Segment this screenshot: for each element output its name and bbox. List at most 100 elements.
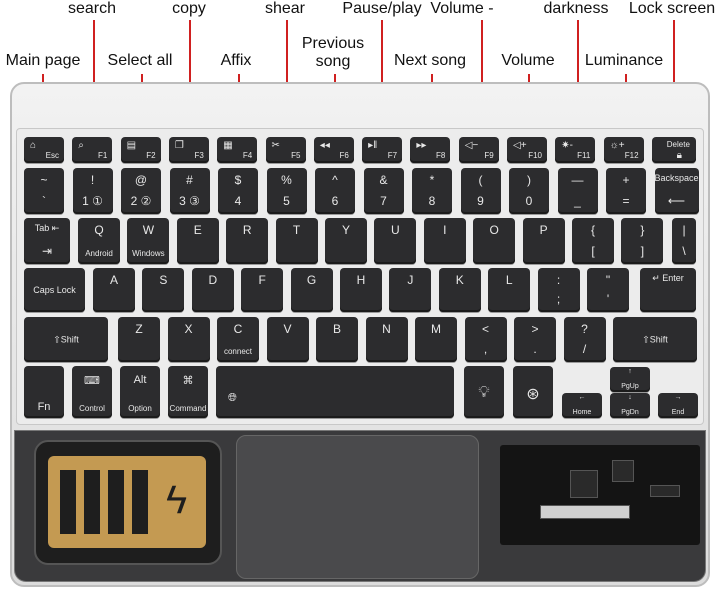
lock-icon: 🔒︎ bbox=[676, 150, 682, 161]
key-[interactable]: ?/ bbox=[563, 317, 606, 362]
key-f11[interactable]: ✷-F11 bbox=[555, 137, 596, 163]
key-command[interactable]: ⌘Command bbox=[168, 366, 208, 418]
callout-search: search bbox=[67, 0, 117, 17]
key-bottom-legend: 3 ③ bbox=[179, 194, 200, 208]
key-v[interactable]: V bbox=[266, 317, 309, 362]
key-caps-lock[interactable]: Caps Lock bbox=[24, 268, 85, 312]
key-delete[interactable]: 🔒︎Delete bbox=[651, 137, 696, 163]
key-[interactable]: ~` bbox=[24, 168, 64, 214]
key-t[interactable]: T bbox=[275, 218, 318, 264]
key-z[interactable]: Z bbox=[118, 317, 160, 362]
key-[interactable]: {[ bbox=[572, 218, 614, 264]
key-f4[interactable]: ▦F4 bbox=[217, 137, 258, 163]
key-r[interactable]: R bbox=[226, 218, 269, 264]
key-top-legend: K bbox=[455, 273, 464, 287]
key-top-legend: Y bbox=[341, 223, 350, 237]
key-h[interactable]: H bbox=[340, 268, 382, 312]
touchpad[interactable] bbox=[236, 435, 479, 579]
key-backspace[interactable]: Backspace⟵ bbox=[654, 168, 699, 214]
key-k[interactable]: K bbox=[438, 268, 481, 312]
key-[interactable]: &7 bbox=[363, 168, 404, 214]
key-f3[interactable]: ❐F3 bbox=[168, 137, 209, 163]
key-l[interactable]: L bbox=[488, 268, 531, 312]
key-shift[interactable]: ⇧Shift bbox=[613, 317, 697, 362]
key-f5[interactable]: ✂F5 bbox=[265, 137, 306, 163]
key-control[interactable]: ⌨Control bbox=[72, 366, 112, 418]
key-[interactable]: %5 bbox=[266, 168, 307, 214]
key-[interactable]: |\ bbox=[672, 218, 696, 264]
key-bottom-legend: . bbox=[533, 342, 537, 356]
key-shift[interactable]: ⇧Shift bbox=[24, 317, 108, 362]
key-d[interactable]: D bbox=[191, 268, 234, 312]
key-f6[interactable]: ◂◂F6 bbox=[313, 137, 354, 163]
key-[interactable]: @2 ② bbox=[121, 168, 161, 214]
key-enter[interactable]: ↵ Enter bbox=[640, 268, 696, 312]
key-globe[interactable]: 🌐︎ bbox=[216, 366, 454, 418]
key-top-legend: Q bbox=[94, 223, 104, 237]
key-pgdn[interactable]: ↓PgDn bbox=[610, 393, 650, 418]
key-f2[interactable]: ▤F2 bbox=[120, 137, 161, 163]
key-i[interactable]: I bbox=[423, 218, 466, 264]
key-[interactable]: )0 bbox=[509, 168, 549, 214]
key-y[interactable]: Y bbox=[325, 218, 367, 264]
key-f[interactable]: F bbox=[241, 268, 284, 312]
key-bottom-legend: = bbox=[622, 194, 630, 208]
key-m[interactable]: M bbox=[415, 317, 457, 362]
key-f10[interactable]: ◁+F10 bbox=[507, 137, 547, 163]
key-f8[interactable]: ▸▸F8 bbox=[410, 137, 451, 163]
key-[interactable]: !1 ① bbox=[72, 168, 113, 214]
key-s[interactable]: S bbox=[142, 268, 185, 312]
key-o[interactable]: O bbox=[473, 218, 516, 264]
key-fn[interactable]: Fn bbox=[24, 366, 64, 418]
key-top-legend: $ bbox=[234, 173, 242, 187]
key-esc[interactable]: ⌂Esc bbox=[24, 137, 64, 163]
key-label: F6 bbox=[339, 151, 349, 160]
key-home[interactable]: ←Home bbox=[562, 393, 602, 418]
key-top-legend: < bbox=[481, 322, 489, 336]
key-n[interactable]: N bbox=[365, 317, 408, 362]
key-backlight[interactable]: 💡︎ bbox=[464, 366, 504, 418]
key-f9[interactable]: ◁−F9 bbox=[458, 137, 499, 163]
key-f7[interactable]: ▸‖F7 bbox=[362, 137, 403, 163]
key-j[interactable]: J bbox=[389, 268, 432, 312]
key-g[interactable]: G bbox=[290, 268, 333, 312]
key-[interactable]: <, bbox=[464, 317, 507, 362]
key-[interactable]: >. bbox=[514, 317, 556, 362]
key-[interactable]: #3 ③ bbox=[169, 168, 210, 214]
key-f12[interactable]: ☼+F12 bbox=[603, 137, 644, 163]
key-bottom-legend: _ bbox=[574, 194, 581, 208]
brightness-down-icon: ✷- bbox=[561, 140, 574, 151]
key-tab[interactable]: Tab ⇤⇥ bbox=[24, 218, 70, 264]
key-x[interactable]: X bbox=[167, 317, 210, 362]
key-b[interactable]: B bbox=[316, 317, 358, 362]
key-top-legend: P bbox=[539, 223, 548, 237]
key-[interactable]: }] bbox=[621, 218, 664, 264]
key-a[interactable]: A bbox=[93, 268, 135, 312]
key-end[interactable]: →End bbox=[658, 393, 698, 418]
key-[interactable]: :; bbox=[537, 268, 580, 312]
key-top-legend: ? bbox=[581, 322, 588, 336]
key-[interactable]: += bbox=[606, 168, 646, 214]
key-e[interactable]: E bbox=[176, 218, 219, 264]
key-[interactable]: ^6 bbox=[315, 168, 355, 214]
callout-copy: copy bbox=[172, 0, 206, 17]
key-[interactable]: (9 bbox=[460, 168, 501, 214]
key-bottom-legend: Fn bbox=[37, 401, 51, 413]
key-f1[interactable]: ⌕F1 bbox=[72, 137, 113, 163]
key-bottom-legend: ' bbox=[606, 292, 610, 306]
key-[interactable]: $4 bbox=[218, 168, 258, 214]
key-[interactable]: —_ bbox=[557, 168, 598, 214]
key-pgup[interactable]: ↑PgUp bbox=[610, 367, 650, 392]
key-top-legend: I bbox=[443, 223, 447, 237]
key-bottom-legend: End bbox=[671, 409, 685, 416]
key-[interactable]: "' bbox=[587, 268, 629, 312]
key-u[interactable]: U bbox=[374, 218, 417, 264]
key-top-legend: " bbox=[605, 273, 611, 287]
key-p[interactable]: P bbox=[522, 218, 565, 264]
key-[interactable]: *8 bbox=[412, 168, 452, 214]
key-color[interactable]: ⊛ bbox=[513, 366, 553, 418]
